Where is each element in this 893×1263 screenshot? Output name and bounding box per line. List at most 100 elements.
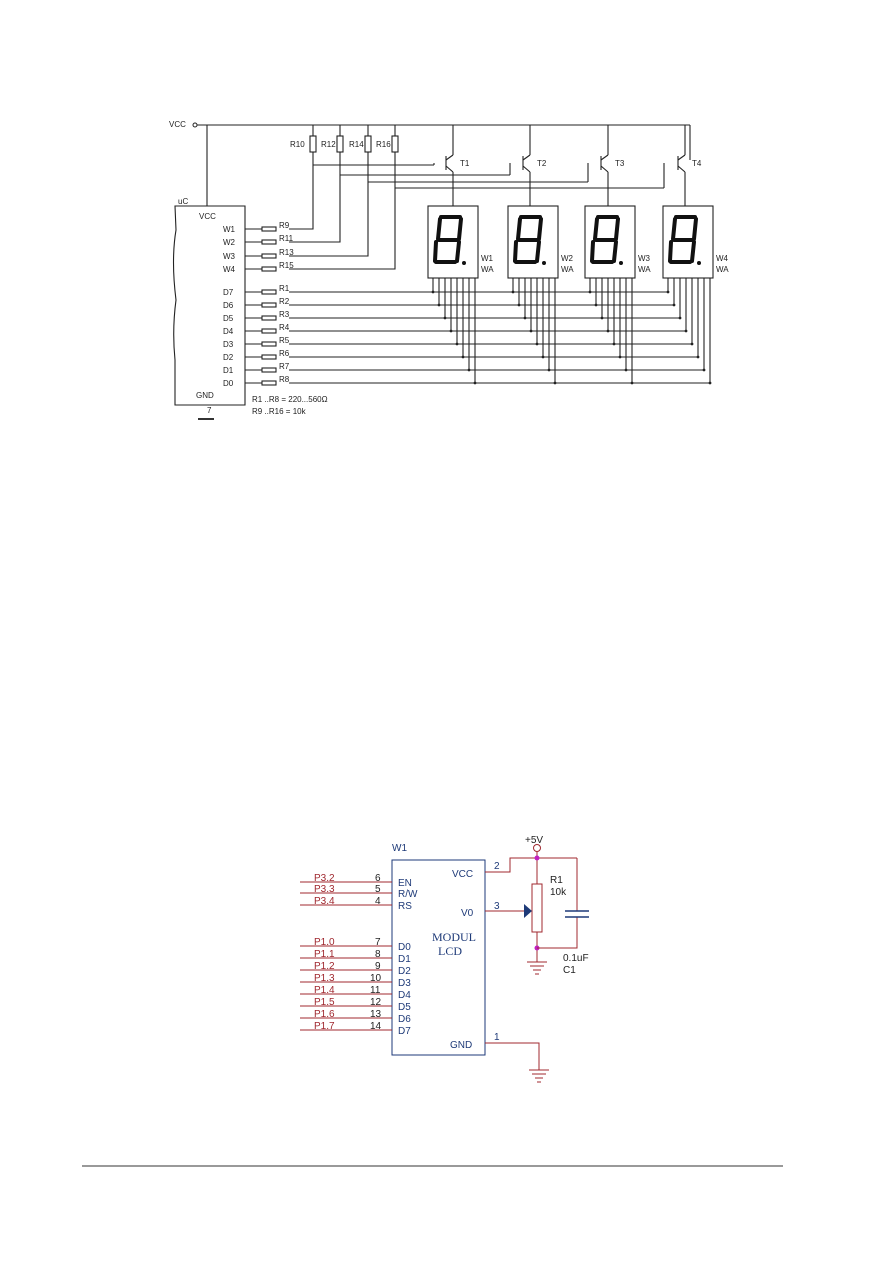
lcd-pin-vcc-name: VCC (452, 869, 473, 880)
resistor-label-r6: R6 (279, 349, 290, 358)
lcd-pin-v0-num: 3 (494, 901, 500, 912)
transistor-label-t1: T1 (460, 159, 470, 168)
segment (535, 240, 541, 263)
lcd-pin-num: 9 (375, 961, 381, 972)
pullup-label-r16: R16 (376, 140, 391, 149)
display-body (584, 205, 636, 279)
mcu-vcc-label: VCC (199, 212, 216, 221)
decimal-point (619, 261, 623, 265)
display-body (507, 205, 559, 279)
cap-value: 0.1uF (563, 953, 589, 964)
mcu-pin-d1: D1 (223, 366, 234, 375)
resistor-note-2: R9 ..R16 = 10k (252, 407, 307, 416)
lcd-net-p3-4: P3.4 (314, 896, 335, 907)
mcu-gnd-label: GND (196, 391, 214, 400)
segment (537, 217, 543, 241)
pot-wiper-arrow (524, 904, 532, 918)
pullup-resistor (364, 135, 372, 153)
resistor-label-r8: R8 (279, 375, 290, 384)
resistor (261, 226, 277, 232)
lcd-pin-name-d0: D0 (398, 942, 411, 953)
segment (671, 217, 677, 241)
lcd-net-p1-0: P1.0 (314, 937, 335, 948)
resistor-label-r1: R1 (279, 284, 290, 293)
display-name: W1 (481, 254, 494, 263)
lcd-net-p3-3: P3.3 (314, 884, 335, 895)
resistor (261, 289, 277, 295)
lcd-pin-vcc-num: 2 (494, 861, 500, 872)
segment (668, 240, 673, 263)
potentiometer-r1 (531, 883, 543, 933)
mcu-pin-d3: D3 (223, 340, 234, 349)
display-sub: WA (716, 265, 729, 274)
lcd-net-p1-5: P1.5 (314, 997, 335, 1008)
pullup-label-r14: R14 (349, 140, 364, 149)
mcu-pin-w4: W4 (223, 265, 236, 274)
lcd-net-p1-1: P1.1 (314, 949, 335, 960)
segment (612, 240, 618, 263)
transistor-label-t2: T2 (537, 159, 547, 168)
pot-ref: R1 (550, 875, 563, 886)
lcd-net-p1-6: P1.6 (314, 1009, 335, 1020)
lcd-pin-gnd-num: 1 (494, 1032, 500, 1043)
lcd-pin-num: 13 (370, 1009, 382, 1020)
lcd-pin-name-en: EN (398, 878, 412, 889)
lcd-pin-name-d5: D5 (398, 1002, 411, 1013)
segment (516, 217, 522, 241)
ground-symbol (529, 1069, 549, 1083)
resistor (261, 328, 277, 334)
resistor-label-r15: R15 (279, 261, 294, 270)
resistor-label-r5: R5 (279, 336, 290, 345)
cap-ref: C1 (563, 965, 576, 976)
lcd-pin-name-d1: D1 (398, 954, 411, 965)
lcd-pin-v0-name: V0 (461, 908, 474, 919)
lcd-pin-num: 8 (375, 949, 381, 960)
resistor (261, 239, 277, 245)
lcd-pin-num: 10 (370, 973, 382, 984)
lcd-pin-num: 5 (375, 884, 381, 895)
supply-terminal (533, 844, 541, 852)
display-sub: WA (481, 265, 494, 274)
resistor (261, 315, 277, 321)
lcd-pin-name-d7: D7 (398, 1026, 411, 1037)
resistor-label-r11: R11 (279, 234, 294, 243)
vcc-terminal (192, 122, 198, 128)
resistor (261, 253, 277, 259)
pot-value: 10k (550, 887, 567, 898)
segment (513, 240, 518, 263)
lcd-title-line1: MODUL (432, 930, 476, 944)
lcd-net-p3-2: P3.2 (314, 873, 335, 884)
resistor-note-1: R1 ..R8 = 220...560Ω (252, 395, 328, 404)
resistor (261, 380, 277, 386)
segment (590, 240, 595, 263)
lcd-net-p1-7: P1.7 (314, 1021, 335, 1032)
resistor (261, 354, 277, 360)
lcd-title-line2: LCD (438, 944, 462, 958)
lcd-pin-name-rs: RS (398, 901, 412, 912)
resistor (261, 367, 277, 373)
pullup-resistor (391, 135, 399, 153)
mcu-box (172, 205, 246, 406)
lcd-pin-gnd-name: GND (450, 1040, 472, 1051)
lcd-pin-name-d6: D6 (398, 1014, 411, 1025)
lcd-pin-num: 6 (375, 873, 381, 884)
mcu-pin-d4: D4 (223, 327, 234, 336)
resistor-label-r2: R2 (279, 297, 290, 306)
mcu-label: uC (178, 197, 188, 206)
transistor-label-t3: T3 (615, 159, 625, 168)
pullup-label-r10: R10 (290, 140, 305, 149)
lcd-pin-num: 11 (370, 985, 381, 996)
lcd-vcc-wire (485, 857, 537, 873)
lcd-gnd-wire (485, 1042, 540, 1070)
resistor-label-r4: R4 (279, 323, 290, 332)
lcd-pin-num: 14 (370, 1021, 382, 1032)
segment (593, 217, 599, 241)
ground-symbol (527, 961, 547, 975)
display-sub: WA (638, 265, 651, 274)
lcd-pin-num: 7 (375, 937, 381, 948)
lcd-net-p1-2: P1.2 (314, 961, 335, 972)
